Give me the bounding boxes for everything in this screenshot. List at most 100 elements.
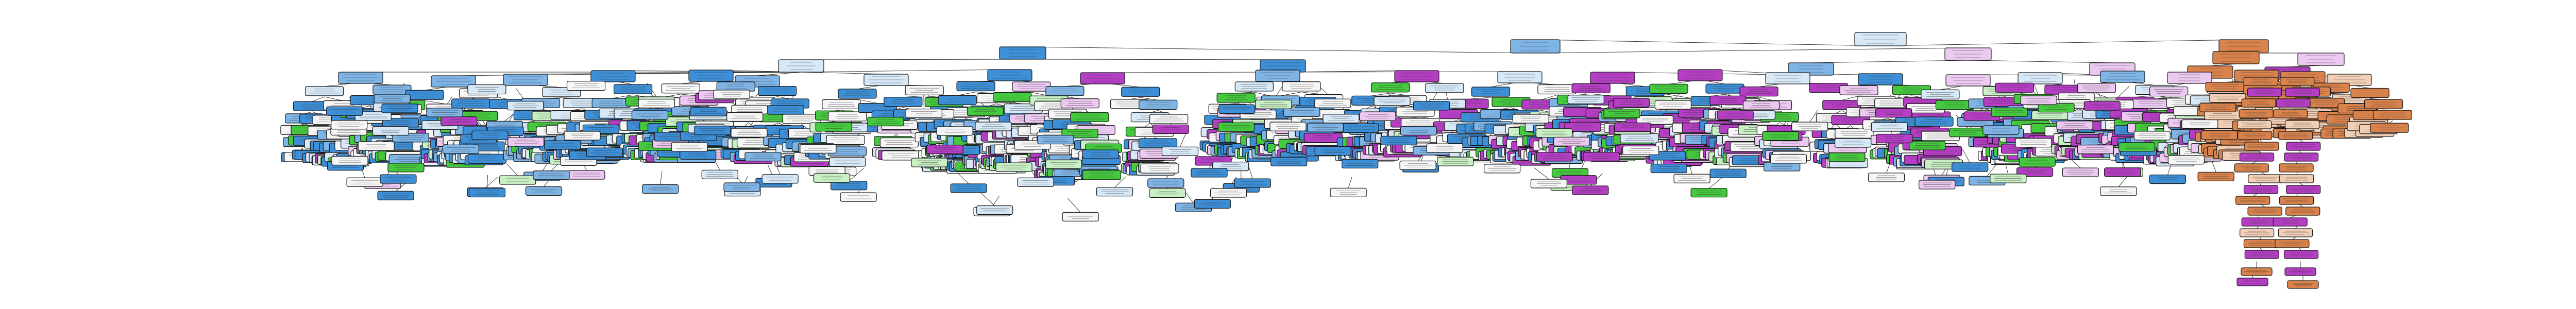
tree-edge [1390,93,1408,96]
tree-edge [744,122,749,127]
tree-node [613,84,653,94]
tree-node [956,81,995,92]
tree-edge [772,123,779,126]
tree-nodes [280,32,2412,289]
tree-node [826,134,865,145]
tree-node [1677,69,1723,81]
tree-edge [1809,110,1818,123]
tree-edge [1248,165,1253,179]
tree-node [688,70,734,82]
tree-node [863,74,909,86]
tree-node [1045,86,1084,96]
tree-edge [611,94,633,99]
tree-edge [1540,95,1557,100]
tree-edge [777,96,790,99]
tree-node [1060,98,1099,109]
tree-node [1255,70,1300,82]
tree-edge [487,175,488,188]
tree-edge [1535,39,1881,46]
tree-edge [1710,106,1723,110]
tree-edge [801,72,887,75]
tree-edge [1535,47,1969,54]
tree-edge [2096,93,2108,98]
tree-edge [1968,60,2113,63]
tree-edge [1140,97,1158,100]
tree-edge [1987,163,1998,177]
tree-edge [304,111,313,114]
tree-node [503,74,548,86]
tree-node [467,84,506,95]
tree-node [304,86,344,96]
tree-node [2100,71,2145,83]
tree-node [1012,81,1051,92]
tree-node [993,92,1032,102]
tree-edge [1841,95,1859,101]
tree-node [1080,72,1125,84]
tree-edge [2210,63,2236,66]
tree-edge [1129,97,1141,100]
tree-edge [801,69,1010,73]
tree-node [467,153,507,164]
tree-edge [424,100,446,105]
tree-node [1765,72,1810,84]
tree-edge [1370,93,1391,96]
tree-node [405,90,444,100]
tree-edge [1962,149,1971,163]
tree-node [338,72,383,84]
tree-node [778,59,824,73]
tree-node [2167,72,2212,84]
tree-edge [989,104,996,107]
tree-edge [1185,192,1194,203]
tree-edge [1301,92,1324,95]
tree-edge [1534,167,1549,180]
tree-edge [1776,122,1780,126]
tree-edge [1708,176,1724,189]
tree-node [661,83,700,94]
tree-node [2212,51,2260,64]
tree-edge [849,167,865,182]
tree-edge [1150,110,1158,113]
tree-edge [324,96,343,101]
tree-node [938,95,977,106]
tree-node [2297,53,2345,66]
tree-edge [312,96,325,102]
tree-edge [633,94,645,97]
tree-edge [1180,132,1187,147]
tree-edge [1779,122,1787,126]
tree-node [884,97,923,107]
tree-edge [2389,120,2393,124]
tree-edge [979,191,995,206]
tree-edge [2032,82,2039,96]
tree-edge [1669,94,1692,99]
tree-edge [1835,110,1842,114]
tree-edge [991,196,999,208]
tree-edge [1893,95,1912,99]
tree-node [987,69,1032,81]
tree-edge [1348,176,1352,188]
tree-edge [1114,177,1126,188]
tree-edge [757,72,802,76]
tree-node [566,81,606,91]
tree-edge [957,92,976,96]
tree-node [758,85,797,96]
tree-node [822,99,861,110]
tree-node [1394,70,1439,82]
tree-node [451,98,490,109]
tree-node [591,98,631,108]
tree-edge [1102,72,1283,73]
tree-edge [857,99,878,104]
tree-node [1497,71,1543,83]
tree-edge [1145,123,1150,127]
tree-node [828,111,867,122]
tree-edge [1810,60,1969,63]
tree-edge [1880,39,2244,46]
tree-edge [1280,92,1302,96]
tree-edge [1758,97,1773,101]
tree-node [1590,72,1635,84]
tree-edge [660,171,663,185]
tree-edge [506,163,518,176]
tree-node [905,85,944,95]
tree-node [838,89,877,99]
tree-node [293,101,332,111]
